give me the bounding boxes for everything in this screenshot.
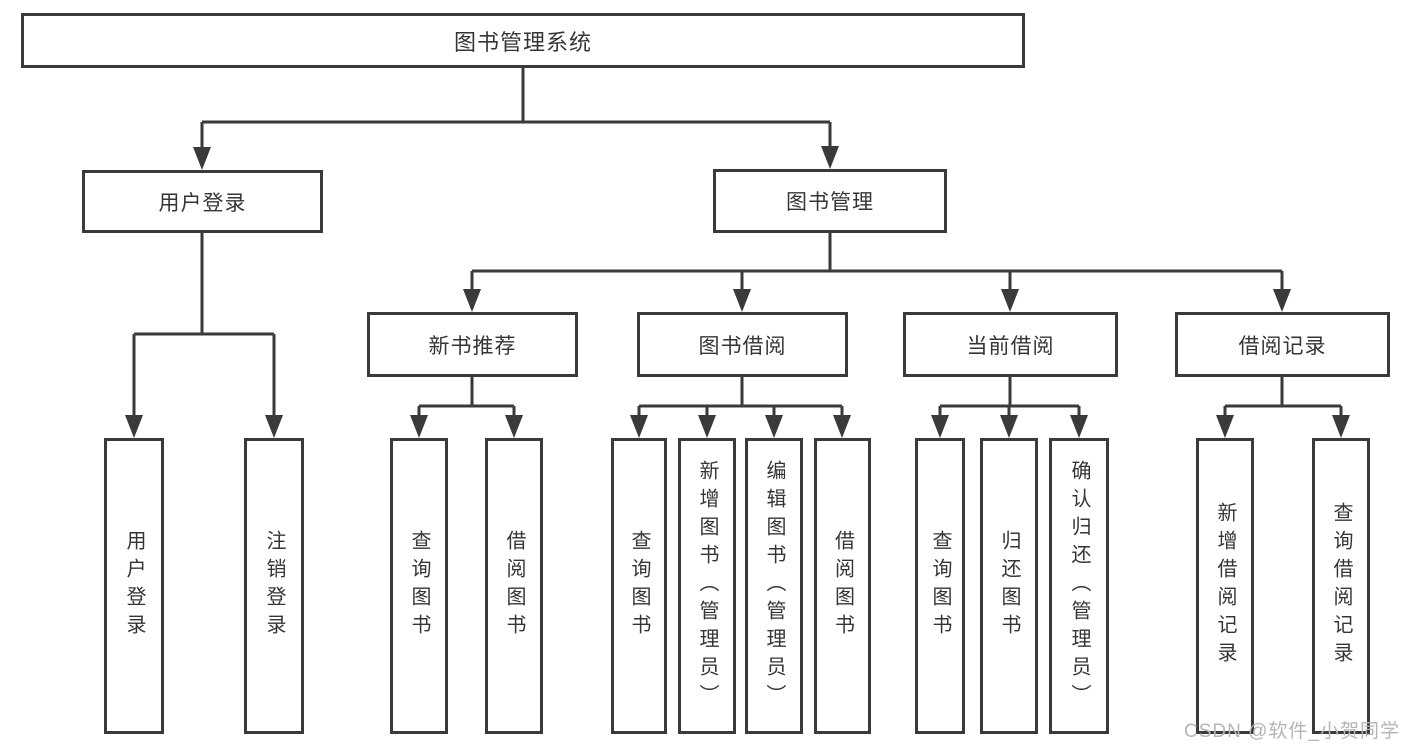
node-label: 用户登录: [158, 191, 247, 215]
node-label: 新增借阅记录: [1214, 502, 1236, 670]
node-recommend-borrow-book: 借阅图书: [485, 438, 543, 734]
node-borrowing-records: 借阅记录: [1175, 312, 1390, 377]
node-recommend-query-book: 查询图书: [390, 438, 448, 734]
node-borrow-query-book: 查询图书: [611, 438, 667, 734]
node-label: 注销登录: [263, 530, 285, 642]
node-logout: 注销登录: [244, 438, 304, 734]
node-new-book-recommend: 新书推荐: [367, 312, 578, 377]
node-label: 新增图书（管理员）: [696, 460, 718, 712]
node-user-login-module: 用户登录: [82, 170, 323, 233]
node-current-confirm-return-admin: 确认归还（管理员）: [1049, 438, 1109, 734]
node-current-borrowing: 当前借阅: [903, 312, 1118, 377]
node-borrow-edit-book-admin: 编辑图书（管理员）: [745, 438, 803, 734]
node-book-management-module: 图书管理: [713, 169, 947, 233]
node-book-borrowing: 图书借阅: [637, 312, 848, 377]
node-label: 图书管理系统: [453, 29, 592, 55]
node-records-query-record: 查询借阅记录: [1312, 438, 1370, 734]
node-label: 归还图书: [998, 530, 1020, 642]
node-label: 查询图书: [408, 530, 430, 642]
watermark-text: CSDN @软件_小贺同学: [1184, 721, 1400, 742]
node-label: 编辑图书（管理员）: [763, 460, 785, 712]
node-label: 确认归还（管理员）: [1068, 460, 1090, 712]
node-label: 查询借阅记录: [1330, 502, 1352, 670]
node-label: 当前借阅: [966, 334, 1055, 358]
node-current-return-book: 归还图书: [980, 438, 1038, 734]
node-library-management-system: 图书管理系统: [21, 13, 1025, 68]
node-label: 借阅图书: [503, 530, 525, 642]
node-label: 图书借阅: [698, 334, 787, 358]
node-label: 查询图书: [929, 530, 951, 642]
node-records-add-record: 新增借阅记录: [1196, 438, 1254, 734]
node-borrow-borrow-book: 借阅图书: [814, 438, 871, 734]
node-label: 借阅记录: [1238, 334, 1327, 358]
node-label: 用户登录: [123, 530, 145, 642]
node-label: 查询图书: [628, 530, 650, 642]
node-borrow-add-book-admin: 新增图书（管理员）: [678, 438, 736, 734]
node-label: 图书管理: [786, 191, 874, 214]
node-current-query-book: 查询图书: [915, 438, 965, 734]
node-label: 借阅图书: [831, 530, 854, 642]
node-label: 新书推荐: [428, 334, 517, 358]
node-login: 用户登录: [104, 438, 164, 734]
